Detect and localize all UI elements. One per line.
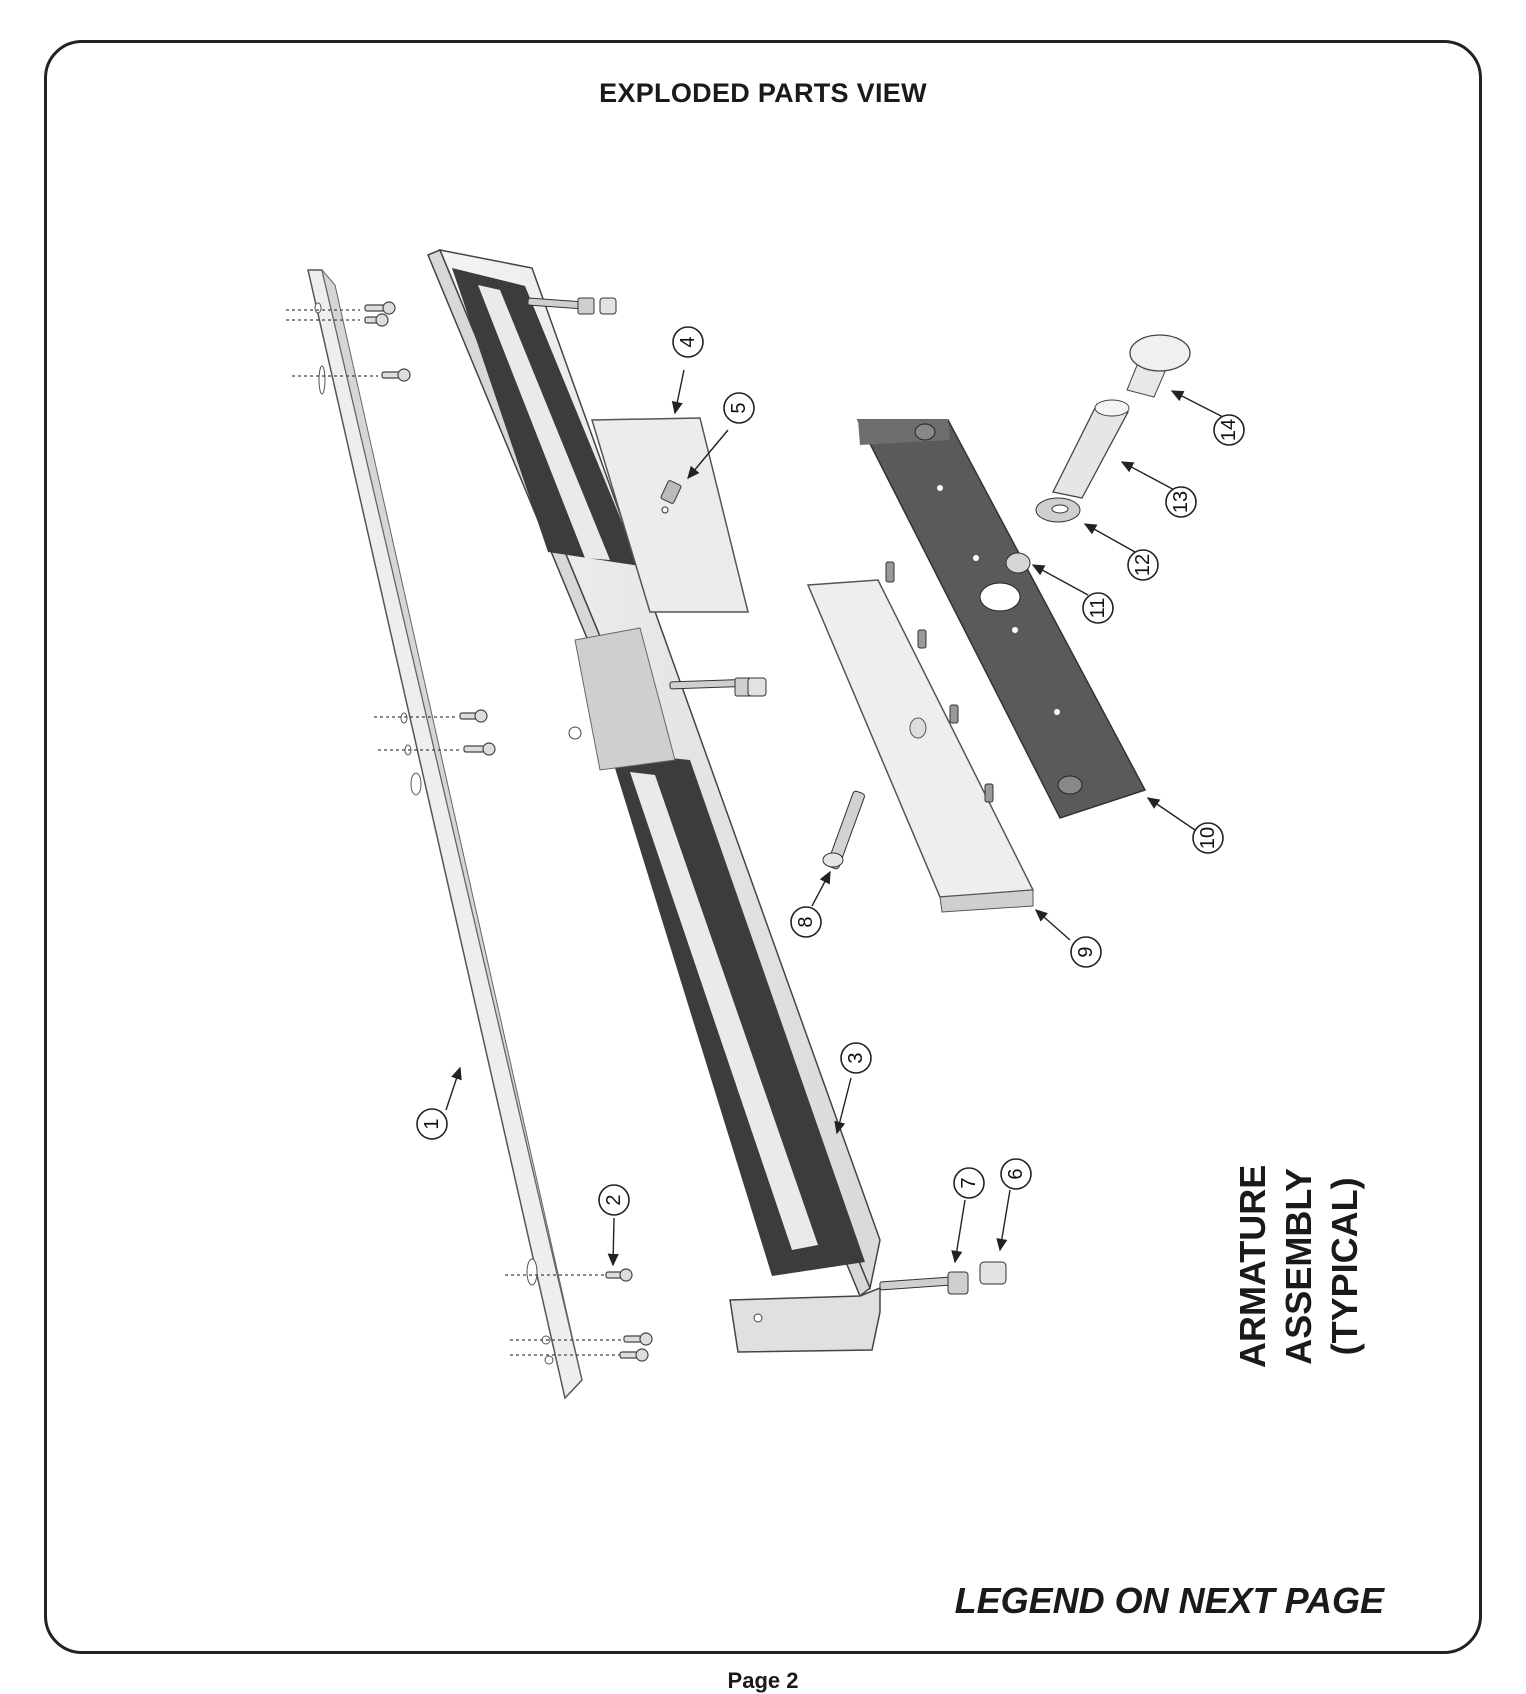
callout-11: 11 — [1087, 598, 1109, 619]
callout-leaders — [445, 369, 1226, 1267]
callout-6: 6 — [1005, 1168, 1027, 1179]
part-12-washer — [1035, 497, 1081, 523]
part-9-armature-plate — [806, 561, 1035, 913]
callout-10: 10 — [1197, 827, 1219, 849]
page-frame — [44, 40, 1482, 1654]
callout-3: 3 — [845, 1052, 867, 1063]
part-1-mounting-plate — [307, 269, 583, 1400]
legend-note: LEGEND ON NEXT PAGE — [954, 1580, 1384, 1621]
callout-14: 14 — [1218, 419, 1240, 441]
armature-label-line-2: ASSEMBLY — [1278, 1167, 1319, 1365]
diagram-title: EXPLODED PARTS VIEW — [599, 78, 927, 108]
callout-7: 7 — [958, 1177, 980, 1188]
callout-8: 8 — [795, 916, 817, 927]
part-5-screw — [660, 480, 682, 514]
callout-5: 5 — [728, 402, 750, 413]
callout-circles — [416, 326, 1245, 1216]
callout-1: 1 — [421, 1118, 443, 1129]
part-8-long-screw — [822, 790, 865, 870]
callout-2: 2 — [603, 1194, 625, 1205]
part-14-sex-bolt — [1126, 334, 1191, 398]
callout-4: 4 — [677, 336, 699, 347]
page-number: Page 2 — [727, 1668, 799, 1693]
part-13-sleeve — [1052, 399, 1130, 499]
armature-assembly-label: ARMATURE ASSEMBLY (TYPICAL) — [1230, 1165, 1368, 1368]
part-10-armature — [856, 419, 1147, 819]
callout-numbers: 1 2 3 4 5 6 7 8 9 10 11 12 13 14 — [421, 336, 1240, 1205]
armature-label-line-3: (TYPICAL) — [1324, 1177, 1365, 1356]
part-3-magnet-housing — [427, 248, 881, 1353]
part-2-screws — [286, 301, 653, 1362]
part-4-cover-plate — [590, 417, 749, 613]
callout-13: 13 — [1170, 491, 1192, 513]
callout-9: 9 — [1075, 946, 1097, 957]
part-11-spacer — [1005, 552, 1031, 574]
callout-12: 12 — [1132, 554, 1154, 576]
armature-label-line-1: ARMATURE — [1232, 1164, 1273, 1368]
part-6-cap — [599, 297, 1007, 1285]
